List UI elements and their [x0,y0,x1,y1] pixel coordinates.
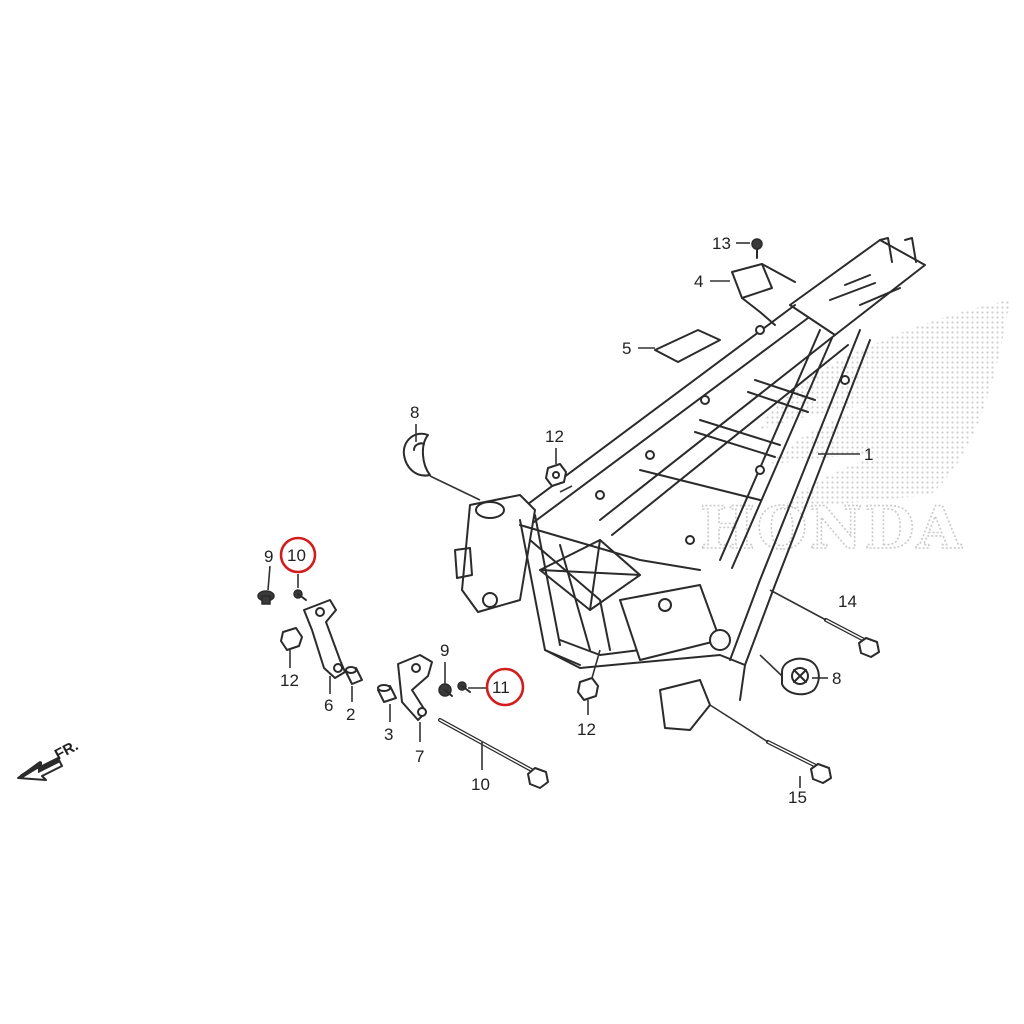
callout-7: 7 [415,747,424,766]
bolt-15 [766,740,832,784]
bolt-9-left [257,590,275,605]
callout-11: 10 [471,775,490,794]
brand-watermark: HONDA [699,300,1010,563]
callout-8-upper: 8 [410,403,419,422]
callout-labels: 13 4 5 1 8 12 14 8 12 15 10 7 3 2 6 12 9… [264,234,873,807]
highlight-circle-10-left [279,536,317,574]
highlight-marks [279,536,525,707]
bolt-11 [438,718,549,789]
callout-3: 3 [384,725,393,744]
front-direction-indicator: FR. [17,737,81,781]
callout-13: 13 [712,234,731,253]
bolt-14 [824,618,880,658]
wing-icon [760,300,1010,510]
leader-lines [267,242,860,788]
callout-6: 6 [324,696,333,715]
bracket-6 [303,599,346,679]
callout-12-upper: 12 [545,427,564,446]
nut-12-lower [577,677,599,701]
callout-2: 2 [346,705,355,724]
callout-9-left: 9 [264,547,273,566]
callout-14: 14 [838,592,857,611]
bolt-9-right [438,683,453,697]
callout-5: 5 [622,339,631,358]
main-frame [454,237,926,731]
callout-10-right: 11 [492,678,510,697]
bracket-7 [397,654,433,721]
nut-12-upper [545,463,567,487]
callout-10-left: 10 [287,546,306,565]
callout-9-right: 9 [440,641,449,660]
callout-4: 4 [694,272,703,291]
grommet-8-lower [781,657,820,696]
callout-12-left: 12 [280,671,299,690]
callout-8-lower: 8 [832,669,841,688]
nut-12-left [280,627,303,651]
bolt-13 [751,238,763,259]
bracket-4 [731,263,796,335]
screw-10-left [293,589,307,601]
screw-10-right [457,681,471,693]
highlight-circle-10-right [485,667,525,707]
collar-3 [377,684,397,703]
callout-12-lower: 12 [577,720,596,739]
callout-15: 15 [788,788,807,807]
collar-2 [345,666,363,685]
plate-5 [654,329,721,363]
callout-1: 1 [864,445,873,464]
grommet-8-upper [402,432,431,477]
